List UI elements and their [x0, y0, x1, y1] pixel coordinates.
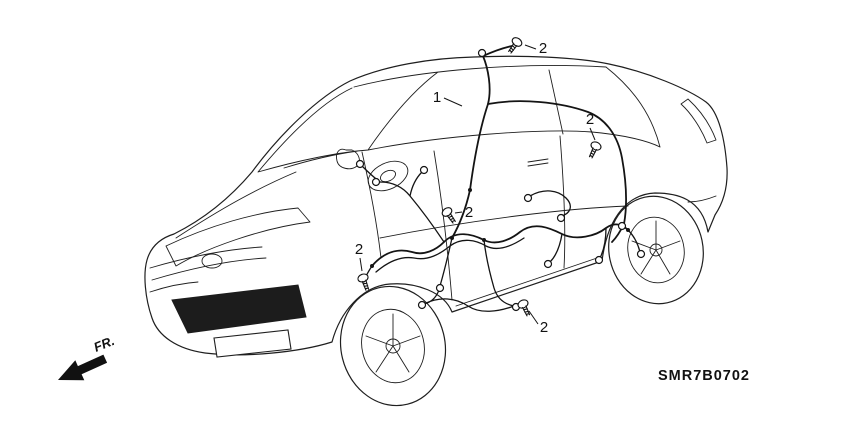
- steering-wheel: [367, 160, 409, 192]
- car-panel-lines: [175, 65, 717, 307]
- harness-branches: [361, 165, 641, 312]
- wire-harness: [355, 45, 646, 312]
- harness-floor-bundle: [375, 237, 525, 273]
- connector: [556, 213, 566, 223]
- callout-label: 2: [355, 241, 363, 258]
- fr-direction-label: FR.: [92, 333, 117, 355]
- harness-junction: [468, 188, 472, 192]
- harness-junction: [370, 264, 374, 268]
- callout-label: 2: [539, 40, 547, 57]
- bolt-icon: [356, 272, 373, 293]
- connector: [617, 221, 627, 231]
- connector: [371, 177, 381, 187]
- bolt-icon: [505, 35, 524, 56]
- grille-lines: [149, 246, 267, 293]
- car-outline: [144, 55, 728, 356]
- harness-floor-trunk: [371, 223, 629, 267]
- callout-label: 2: [465, 204, 473, 221]
- car-body: [144, 55, 728, 407]
- callout-labels: 2 1 2 2 2 2: [355, 40, 594, 336]
- connector: [435, 283, 445, 293]
- callout-label: 2: [586, 111, 594, 128]
- connector: [594, 255, 604, 265]
- brand-emblem: [201, 253, 223, 269]
- connector: [543, 259, 553, 269]
- fr-direction-marker: FR.: [58, 333, 117, 381]
- fr-arrow-icon: [58, 354, 108, 381]
- bolt-icon: [585, 139, 603, 161]
- callout-label: 1: [433, 89, 441, 106]
- harness-junction: [626, 228, 630, 232]
- rear-wheel: [608, 195, 704, 305]
- harness-pillar-run: [451, 45, 513, 239]
- connector: [477, 48, 487, 58]
- connector: [523, 193, 533, 203]
- taillight: [680, 98, 717, 144]
- license-plate: [213, 329, 292, 358]
- harness-junction: [482, 238, 486, 242]
- front-wheel: [339, 285, 447, 407]
- part-code: SMR7B0702: [658, 368, 750, 384]
- connector: [636, 249, 646, 259]
- bolt-icon: [440, 205, 459, 226]
- harness-connectors: [355, 48, 646, 312]
- connector: [417, 300, 427, 310]
- side-mirror: [336, 148, 360, 170]
- connector: [419, 165, 429, 175]
- leader-lines: [359, 44, 596, 325]
- harness-junction: [450, 236, 454, 240]
- callout-label: 2: [540, 319, 548, 336]
- lower-grille: [171, 284, 307, 334]
- headlight: [165, 207, 311, 267]
- harness-roof-rear-run: [487, 100, 628, 243]
- connector: [355, 159, 365, 169]
